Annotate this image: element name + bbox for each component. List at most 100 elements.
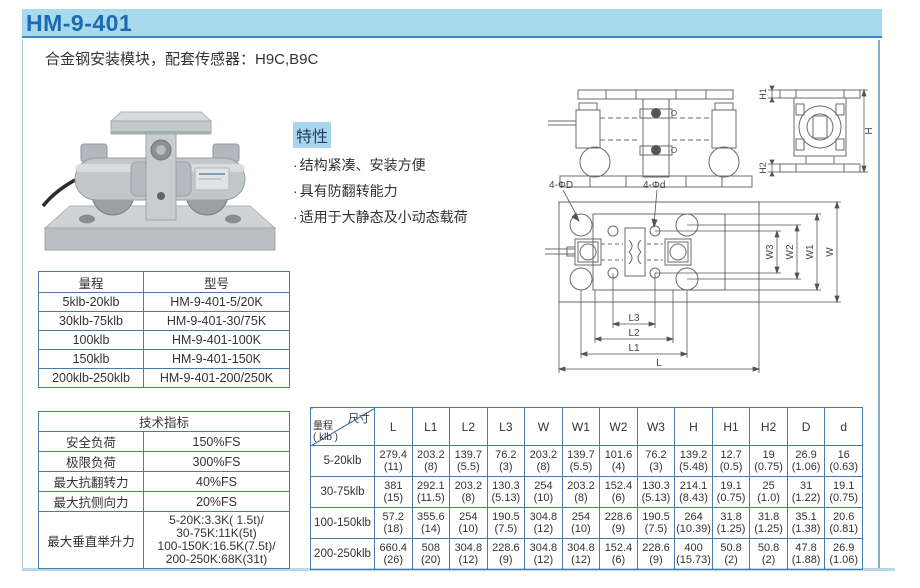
dim-label-l2: L2	[628, 328, 640, 339]
spec-table-title: 技术指标	[38, 411, 290, 432]
value-mm: 152.4	[604, 480, 633, 492]
table-cell: HM-9-401-100K	[143, 330, 290, 350]
value-mm: 31.8	[720, 511, 742, 523]
column-header: 量程	[38, 271, 144, 293]
feature-item: ·具有防翻转能力	[293, 178, 533, 204]
spec-value: 300%FS	[143, 451, 290, 472]
dimension-cell: 76.2(3)	[486, 445, 526, 477]
value-inch: (8)	[574, 492, 588, 504]
dimension-cell: 190.5(7.5)	[636, 507, 676, 539]
dimension-cell: 355.6(14)	[411, 507, 451, 539]
dimension-cell: 25(1.0)	[749, 476, 788, 508]
sensor-cable	[41, 176, 80, 208]
value-inch: (4)	[611, 461, 626, 473]
value-mm: 228.6	[492, 542, 520, 554]
dimension-cell: 130.3(5.13)	[636, 476, 676, 508]
dim-label-w1: W1	[805, 244, 816, 259]
dimension-cell: 279.4(11)	[374, 445, 413, 477]
value-inch: (7.5)	[494, 523, 518, 535]
dimension-cell: 57.2(18)	[374, 507, 413, 539]
center-column	[145, 123, 177, 221]
value-mm: 279.4	[379, 449, 408, 461]
value-inch: (12)	[533, 523, 554, 535]
value-mm: 190.5	[492, 511, 520, 523]
spec-label: 最大垂直举升力	[38, 511, 144, 569]
column-header: L3	[486, 407, 526, 446]
value-mm: 76.2	[495, 449, 517, 461]
dimension-cell: 203.2(8)	[449, 476, 488, 508]
column-header: H1	[711, 407, 751, 446]
feature-item: ·适用于大静态及小动态载荷	[293, 204, 533, 230]
features-section: 特性 ·结构紧凑、安装方便 ·具有防翻转能力 ·适用于大静态及小动态载荷	[293, 122, 533, 230]
dimension-cell: 31.8(1.25)	[711, 507, 751, 539]
product-photo	[41, 111, 277, 251]
dimension-cell: 660.4(26)	[374, 538, 413, 570]
value-inch: (5.5)	[457, 461, 480, 473]
value-inch: (1.06)	[829, 554, 859, 566]
dimension-cell: 228.6(9)	[636, 538, 676, 570]
dimension-cell: 381(15)	[374, 476, 413, 508]
value-inch: (2)	[761, 554, 776, 566]
corner-label-range: 量程	[313, 421, 333, 432]
value-inch: (9)	[611, 523, 626, 535]
value-inch: (2)	[724, 554, 738, 566]
value-inch: (6)	[611, 554, 626, 566]
value-mm: 101.6	[604, 449, 633, 461]
hole-label-large: 4-ΦD	[549, 180, 573, 191]
value-mm: 254	[534, 480, 553, 492]
spec-value-line: 200-250K:68K(31t)	[165, 552, 268, 566]
value-mm: 16	[837, 449, 850, 461]
value-mm: 190.5	[642, 511, 670, 523]
value-inch: (9)	[499, 554, 513, 566]
hole-label-small: 4-Φd	[643, 180, 665, 191]
value-inch: (5.13)	[641, 492, 671, 504]
spec-value: 5-20K:3.3K( 1.5t)/30-75K:11K(5t)100-150K…	[143, 511, 290, 569]
row-label: 5-20klb	[310, 445, 375, 477]
value-mm: 31	[799, 480, 813, 492]
value-inch: (1.06)	[791, 461, 821, 473]
dimension-cell: 152.4(6)	[599, 476, 638, 508]
column-header: D	[786, 407, 826, 446]
value-inch: (20)	[421, 554, 441, 566]
bullet-icon: ·	[293, 157, 298, 173]
value-inch: (0.81)	[829, 523, 859, 535]
value-inch: (0.5)	[719, 461, 743, 473]
value-inch: (5.48)	[679, 461, 708, 473]
value-inch: (0.75)	[716, 492, 746, 504]
spec-value: 150%FS	[143, 431, 290, 452]
value-inch: (8)	[536, 461, 551, 473]
front-view-drawing	[548, 89, 753, 188]
dimension-cell: 203.2(8)	[561, 476, 601, 508]
dim-label-h: H	[864, 127, 875, 134]
value-mm: 228.6	[642, 542, 670, 554]
dimension-cell: 203.2(8)	[524, 445, 563, 477]
column-header: W	[524, 407, 563, 446]
value-inch: (15.73)	[676, 554, 711, 566]
dimension-cell: 400(15.73)	[674, 538, 713, 570]
value-mm: 50.8	[757, 542, 780, 554]
dimension-cell: 47.8(1.88)	[786, 538, 826, 570]
value-mm: 203.2	[417, 449, 445, 461]
value-mm: 12.7	[720, 449, 742, 461]
value-mm: 20.6	[832, 511, 855, 523]
dimension-cell: 139.2(5.48)	[674, 445, 713, 477]
table-cell: 5klb-20klb	[38, 292, 144, 312]
dimension-cell: 130.3(5.13)	[486, 476, 526, 508]
table-cell: HM-9-401-200/250K	[143, 368, 290, 388]
value-inch: (1.25)	[754, 523, 783, 535]
feature-text: 具有防翻转能力	[299, 183, 398, 199]
value-inch: (9)	[649, 554, 663, 566]
value-inch: (1.22)	[791, 492, 821, 504]
page-subtitle: 合金钢安装模块，配套传感器：H9C,B9C	[45, 51, 319, 68]
value-mm: 304.8	[454, 542, 483, 554]
dim-label-l: L	[656, 358, 662, 369]
dimension-cell: 304.8(12)	[449, 538, 488, 570]
dimension-cell: 16(0.63)	[824, 445, 863, 477]
